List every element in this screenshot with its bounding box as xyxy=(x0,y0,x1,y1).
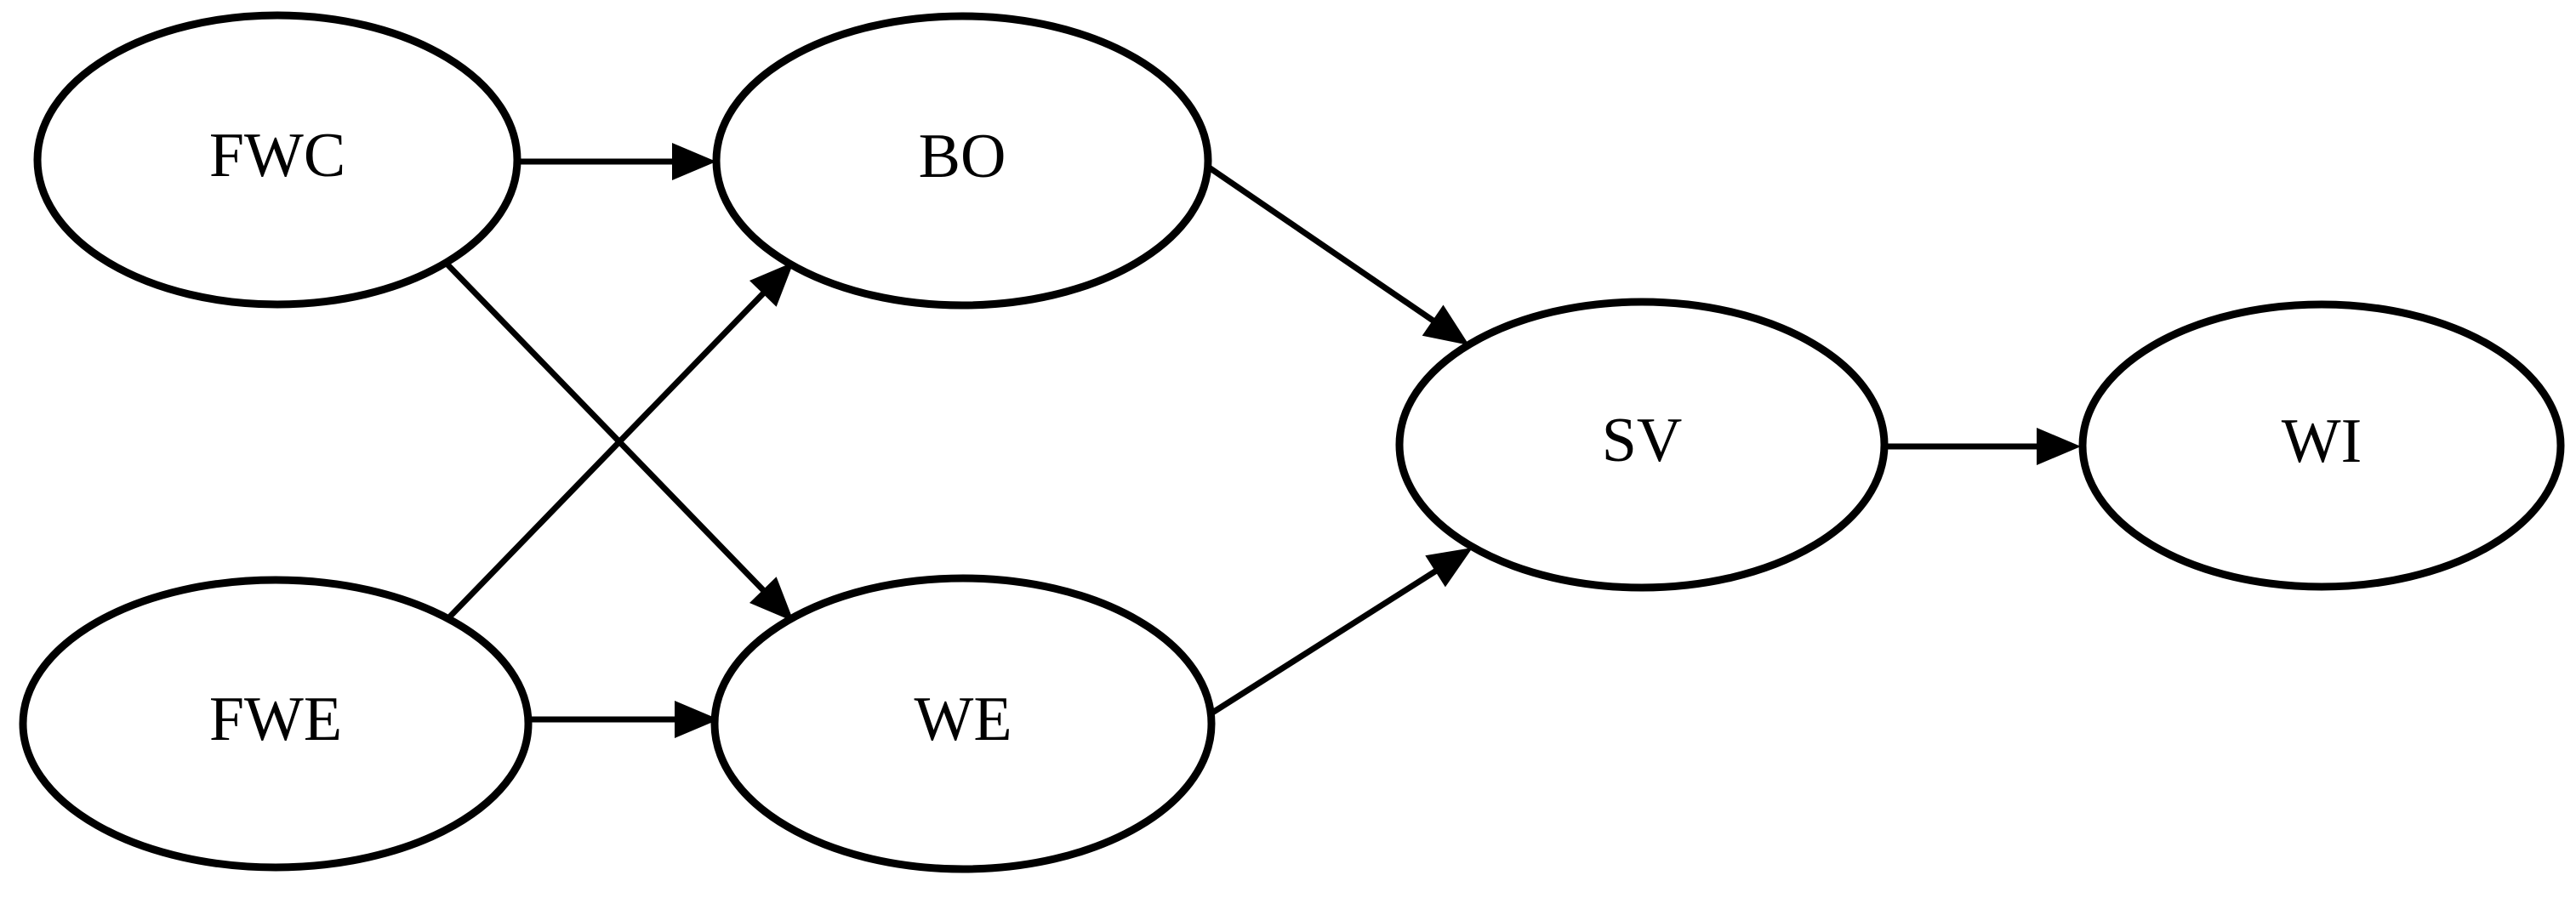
node-sv[interactable]: SV xyxy=(1395,298,1889,592)
edge-we-sv xyxy=(1199,548,1473,723)
node-ellipse[interactable] xyxy=(19,576,533,872)
node-bo[interactable]: BO xyxy=(712,12,1212,310)
arrowhead-icon xyxy=(1422,304,1469,345)
node-ellipse[interactable] xyxy=(710,574,1216,873)
edge-sv-wi xyxy=(1881,428,2081,465)
node-ellipse[interactable] xyxy=(2078,300,2565,591)
edge-line xyxy=(444,261,769,596)
arrowhead-icon xyxy=(749,577,794,622)
node-label: SV xyxy=(1602,406,1683,475)
node-ellipse[interactable] xyxy=(1395,298,1889,592)
node-label: WE xyxy=(914,685,1012,754)
edge-line xyxy=(446,287,769,621)
node-we[interactable]: WE xyxy=(710,574,1216,873)
node-label: BO xyxy=(919,122,1006,191)
nodes-layer: FWC FWE BO WE SV WI xyxy=(19,11,2565,873)
arrowhead-icon xyxy=(2037,428,2081,465)
edge-line xyxy=(1199,159,1439,326)
arrowhead-icon xyxy=(1425,548,1473,588)
edge-fwe-bo xyxy=(446,262,794,621)
arrowhead-icon xyxy=(749,262,794,307)
node-wi[interactable]: WI xyxy=(2078,300,2565,591)
edge-fwc-we xyxy=(444,261,794,622)
arrowhead-icon xyxy=(672,143,716,180)
node-label: FWE xyxy=(209,685,342,754)
node-label: FWC xyxy=(209,121,345,190)
edge-fwe-we xyxy=(519,701,719,738)
edges-layer xyxy=(444,143,2081,738)
node-ellipse[interactable] xyxy=(33,11,521,309)
node-ellipse[interactable] xyxy=(712,12,1212,310)
node-label: WI xyxy=(2282,406,2362,476)
edge-line xyxy=(1199,566,1442,723)
edge-bo-sv xyxy=(1199,159,1469,345)
arrowhead-icon xyxy=(675,701,719,738)
node-fwe[interactable]: FWE xyxy=(19,576,533,872)
edge-fwc-bo xyxy=(516,143,716,180)
node-fwc[interactable]: FWC xyxy=(33,11,521,309)
